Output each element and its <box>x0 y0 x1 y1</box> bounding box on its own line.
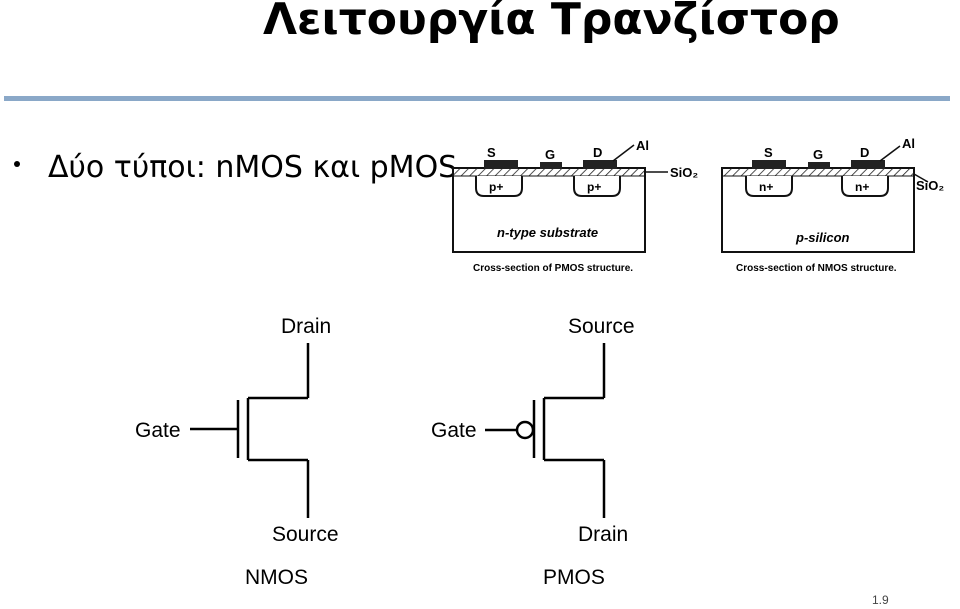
pmos-drain-label: Drain <box>578 523 628 546</box>
nmos-caption: Cross-section of NMOS structure. <box>736 263 897 274</box>
nmos-label-well-right: n+ <box>855 180 869 194</box>
nmos-well-right <box>841 176 889 197</box>
pmos-al-leader <box>612 144 635 162</box>
nmos-oxide-layer <box>721 167 915 177</box>
nmos-drain-label: Drain <box>281 315 331 338</box>
pmos-label-al: Al <box>636 138 649 153</box>
title-divider <box>4 96 950 101</box>
pmos-name-label: PMOS <box>543 566 605 589</box>
nmos-label-substrate: p-silicon <box>795 230 850 245</box>
nmos-sio2-leader <box>913 173 929 183</box>
nmos-source-contact <box>752 160 786 169</box>
pmos-source-contact <box>484 160 518 169</box>
pmos-label-d: D <box>593 145 602 160</box>
pmos-label-g: G <box>545 147 555 162</box>
nmos-label-g: G <box>813 147 823 162</box>
nmos-source-label: Source <box>272 523 339 546</box>
nmos-symbol <box>190 343 310 518</box>
pmos-well-right <box>573 176 621 197</box>
pmos-label-well-right: p+ <box>587 180 601 194</box>
bullet-text: Δύο τύποι: nMOS και pMOS <box>48 150 458 185</box>
pmos-caption: Cross-section of PMOS structure. <box>473 263 633 274</box>
pmos-label-sio2: SiO₂ <box>670 165 698 180</box>
bullet-dot-icon <box>14 161 20 167</box>
nmos-gate-label: Gate <box>135 419 181 442</box>
nmos-label-al: Al <box>902 136 915 151</box>
pmos-gate-label: Gate <box>431 419 477 442</box>
pmos-drain-contact <box>583 160 617 169</box>
pmos-source-label: Source <box>568 315 635 338</box>
pmos-oxide-layer <box>452 167 646 177</box>
pmos-symbol <box>485 343 606 518</box>
nmos-name-label: NMOS <box>245 566 308 589</box>
nmos-al-leader <box>879 145 901 162</box>
page-number: 1.9 <box>872 593 889 607</box>
pmos-label-s: S <box>487 145 496 160</box>
pmos-cross-section: S G D Al SiO₂ p+ p+ n-type substrate Cro… <box>452 138 698 274</box>
nmos-gate-contact <box>808 162 830 169</box>
pmos-inversion-bubble <box>515 420 535 440</box>
pmos-gate-contact <box>540 162 562 169</box>
nmos-cross-section: S G D Al SiO₂ n+ n+ p-silicon Cross-sect… <box>721 136 944 274</box>
slide-title: Λειτουργία Τρανζίστορ <box>263 0 840 45</box>
nmos-label-well-left: n+ <box>759 180 773 194</box>
nmos-label-sio2: SiO₂ <box>916 178 944 193</box>
pmos-label-substrate: n-type substrate <box>497 225 598 240</box>
pmos-label-well-left: p+ <box>489 180 503 194</box>
nmos-well-left <box>745 176 793 197</box>
pmos-well-left <box>475 176 523 197</box>
nmos-label-s: S <box>764 145 773 160</box>
nmos-label-d: D <box>860 145 869 160</box>
nmos-drain-contact <box>851 160 885 169</box>
